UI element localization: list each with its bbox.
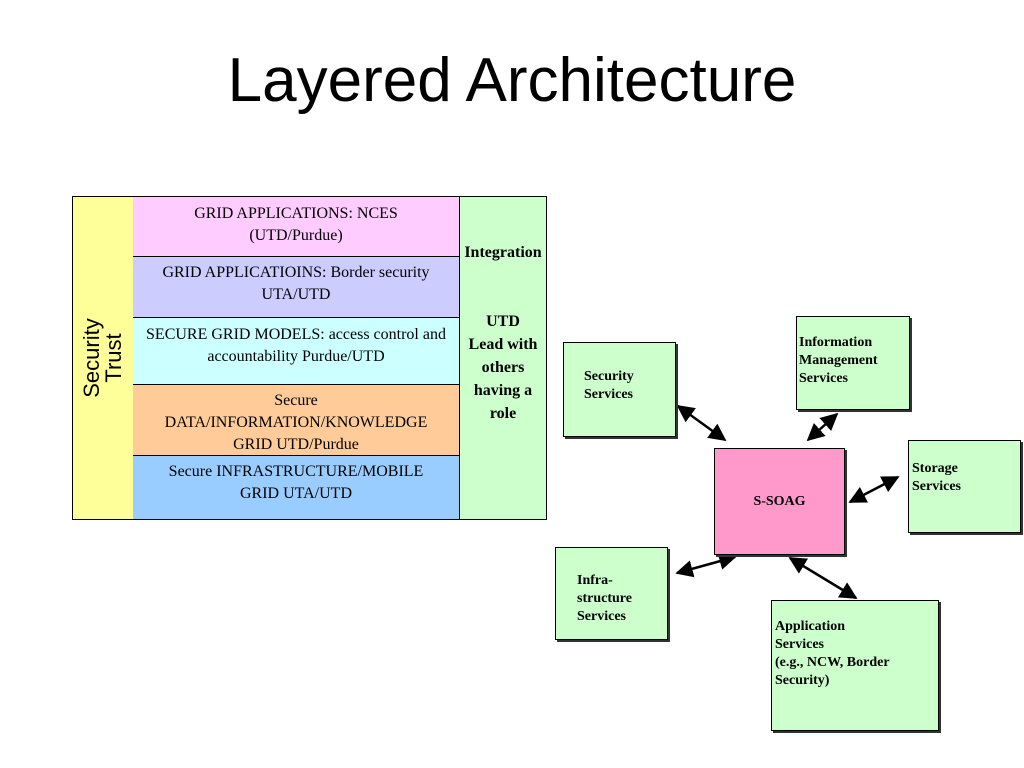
layer-text: (UTD/Purdue) <box>249 227 343 244</box>
arrow-information-hub <box>806 412 839 442</box>
layer-text: GRID UTA/UTD <box>239 485 353 502</box>
layer-text: SECURE GRID MODELS: access control and <box>146 326 446 343</box>
integration-line: having a <box>473 382 533 399</box>
security-trust-column: Security Trust <box>72 196 133 520</box>
s-soag-hub-node: S-SOAG <box>714 448 845 555</box>
node-text: Services <box>775 637 824 652</box>
integration-line: Lead with <box>468 336 538 353</box>
integration-body: UTD Lead with others having a role <box>460 310 546 425</box>
arrow-security-hub <box>676 404 727 442</box>
node-text: Infra- <box>577 573 613 588</box>
layer-text: GRID APPLICATIONS: NCES <box>194 205 398 222</box>
integration-line: others <box>481 359 525 376</box>
node-text: Services <box>799 371 848 386</box>
layer-stack: GRID APPLICATIONS: NCES (UTD/Purdue) GRI… <box>133 196 459 520</box>
node-text: (e.g., NCW, Border <box>775 655 890 670</box>
layer-text: GRID UTD/Purdue <box>233 436 359 453</box>
node-text: Storage <box>912 461 958 476</box>
node-text: Security) <box>775 673 830 688</box>
layer-secure-data-grid: Secure DATA/INFORMATION/KNOWLEDGE GRID U… <box>133 385 459 456</box>
layer-secure-infrastructure: Secure INFRASTRUCTURE/MOBILE GRID UTA/UT… <box>133 456 459 519</box>
layer-grid-applications-border: GRID APPLICATIOINS: Border security UTA/… <box>133 257 459 318</box>
node-text: Services <box>584 387 633 402</box>
infrastructure-services-node: Infra- structure Services <box>555 547 668 640</box>
node-text: Security <box>584 369 634 384</box>
integration-line: role <box>489 405 517 422</box>
information-management-services-node: Information Management Services <box>796 316 910 410</box>
layer-text: GRID APPLICATIOINS: Border security <box>162 264 430 281</box>
slide-title: Layered Architecture <box>227 46 797 115</box>
hub-label: S-SOAG <box>753 494 806 509</box>
node-text: Information <box>799 335 873 350</box>
integration-header: Integration <box>464 244 542 261</box>
integration-column: Integration UTD Lead with others having … <box>459 196 547 520</box>
arrow-application-hub <box>788 556 858 600</box>
node-text: Services <box>577 609 626 624</box>
node-text: Application <box>775 619 846 634</box>
node-text: Management <box>799 353 878 368</box>
layer-secure-grid-models: SECURE GRID MODELS: access control and a… <box>133 318 459 385</box>
layer-text: Secure <box>274 392 318 409</box>
layer-text: DATA/INFORMATION/KNOWLEDGE <box>164 414 428 431</box>
layer-grid-applications-nces: GRID APPLICATIONS: NCES (UTD/Purdue) <box>133 197 459 257</box>
arrow-storage-hub <box>848 475 900 504</box>
application-services-node: Application Services (e.g., NCW, Border … <box>771 600 939 731</box>
integration-line: UTD <box>486 313 520 330</box>
security-services-node: Security Services <box>563 342 676 437</box>
layer-text: Secure INFRASTRUCTURE/MOBILE <box>168 463 424 480</box>
arrow-infrastructure-hub <box>675 552 737 578</box>
node-text: Services <box>912 479 961 494</box>
layer-text: UTA/UTD <box>261 286 331 303</box>
storage-services-node: Storage Services <box>908 440 1021 533</box>
layer-text: accountability Purdue/UTD <box>207 348 385 365</box>
node-text: structure <box>577 591 632 606</box>
